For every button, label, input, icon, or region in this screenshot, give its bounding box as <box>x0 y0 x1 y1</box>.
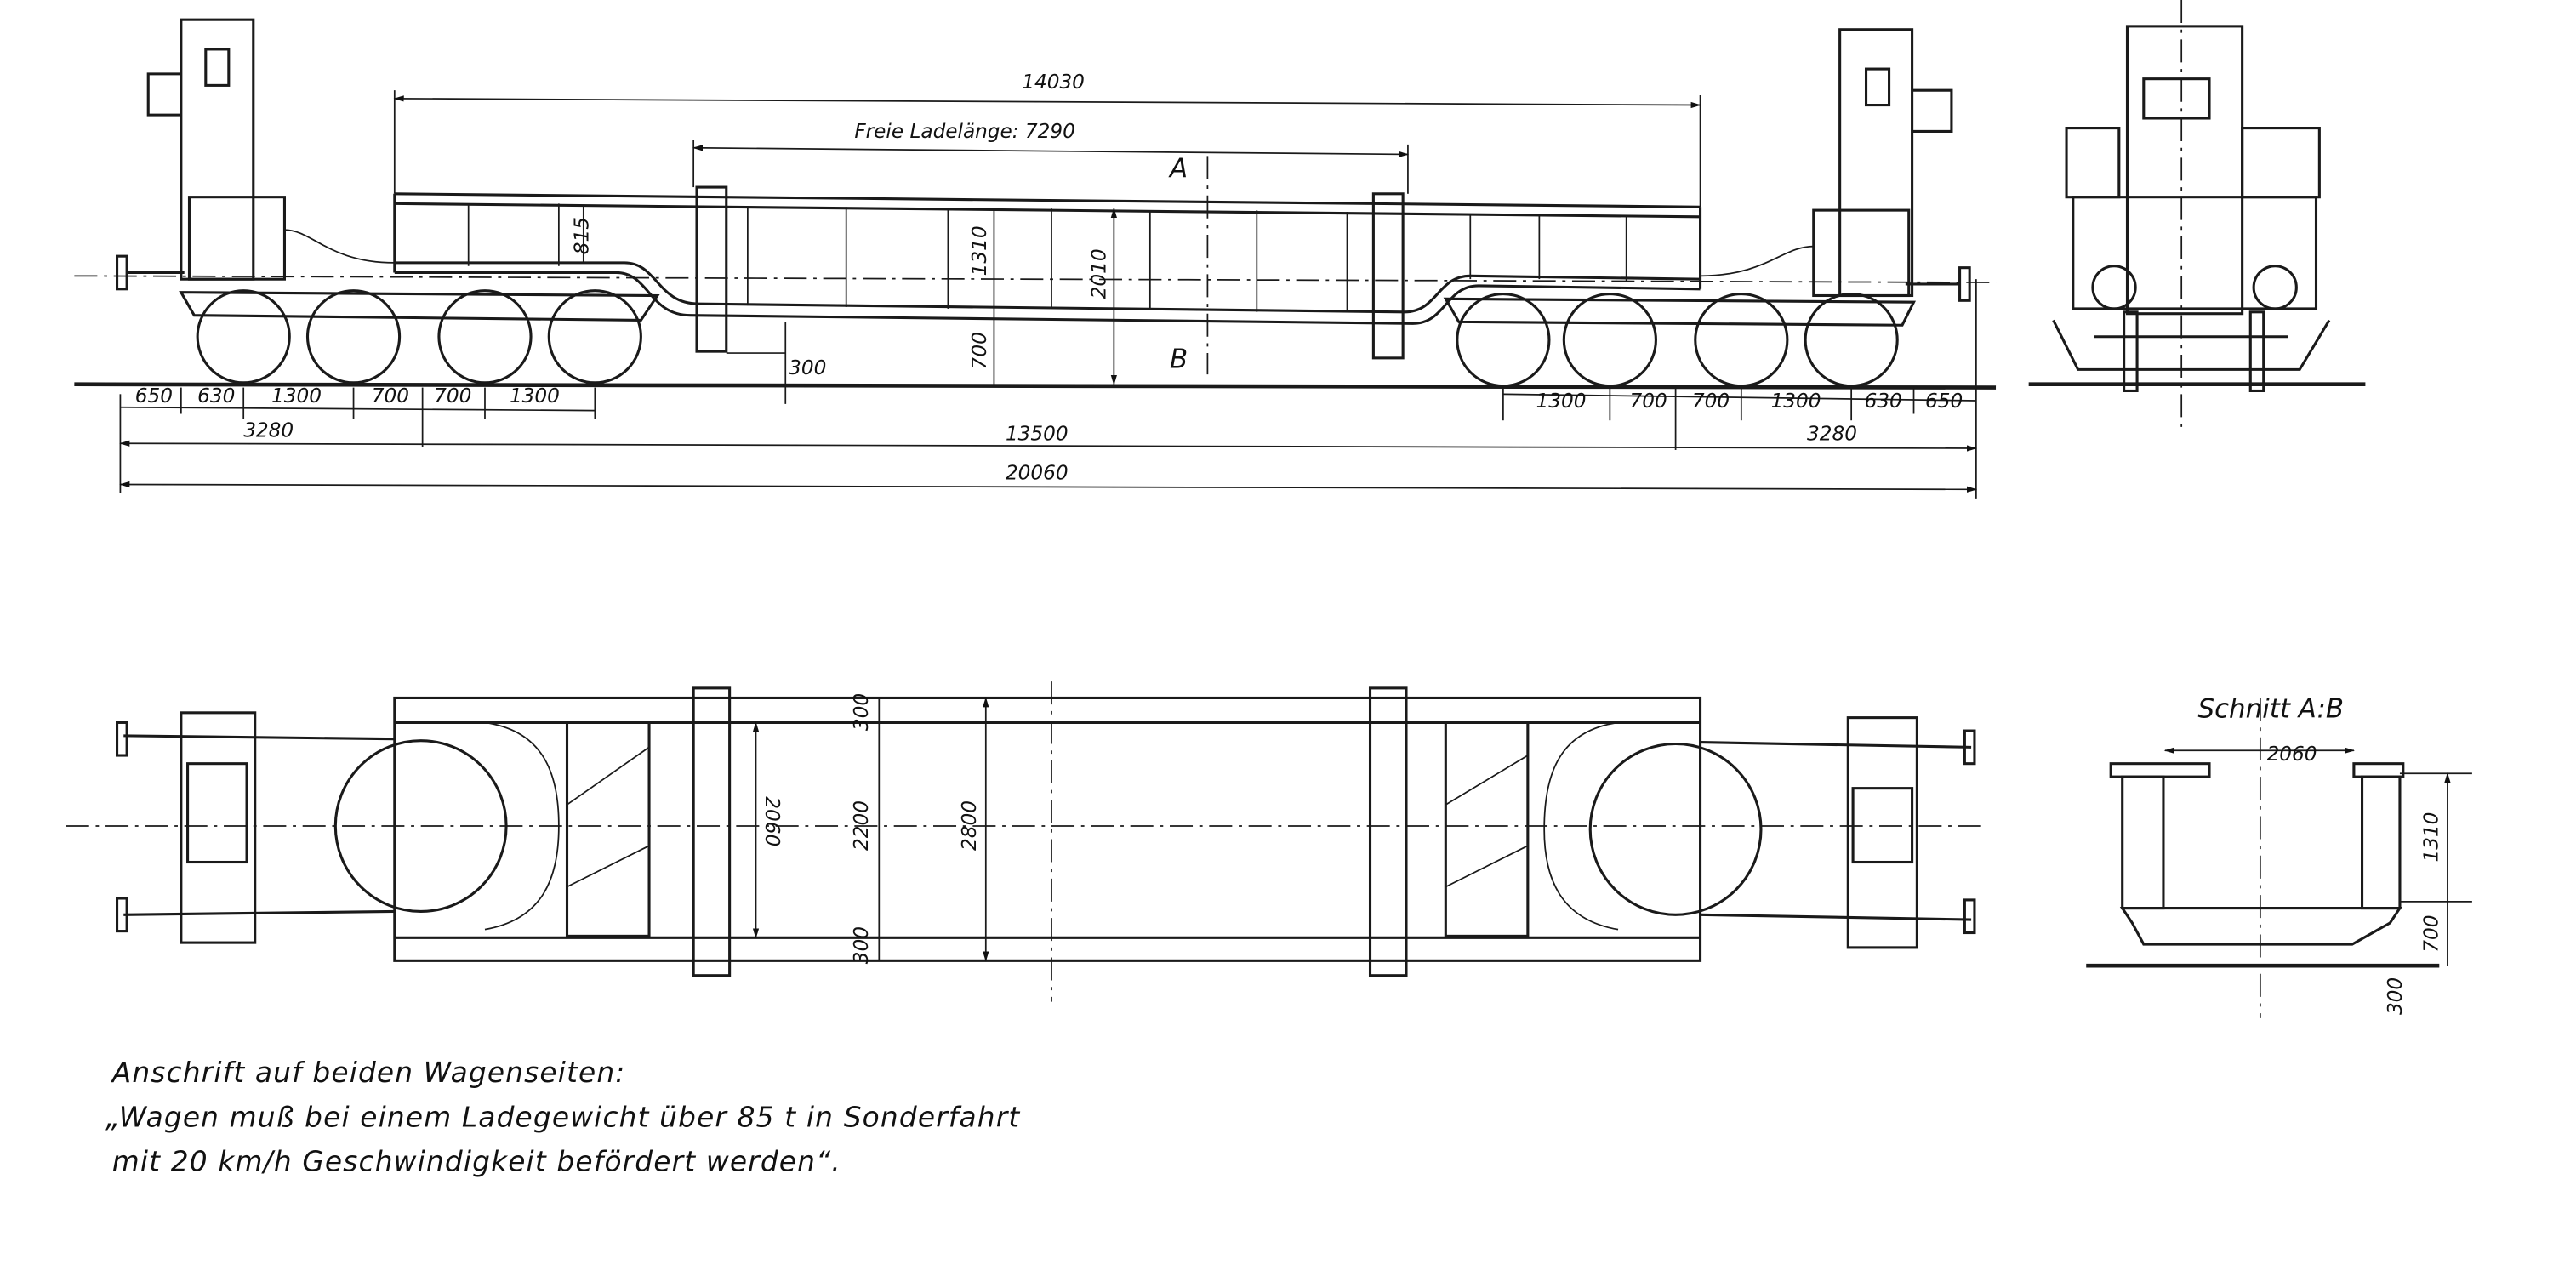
deck-girder <box>393 185 1702 360</box>
dim-14030: 14030 <box>1022 71 1085 94</box>
dim-3280-right: 3280 <box>1807 423 1857 445</box>
dim-chain-left: 650 630 1300 700 700 1300 <box>119 385 596 493</box>
dimension-label: 700 <box>1692 390 1730 413</box>
dim-section-2060: 2060 <box>2267 743 2317 766</box>
right-buffer <box>1905 266 1971 302</box>
dim-plan-300-bottom: 300 <box>851 926 873 964</box>
note-line-2: „Wagen muß bei einem Ladegewicht über 85… <box>105 1101 1020 1133</box>
dimension-label: 630 <box>1865 390 1902 413</box>
dim-3280-left: 3280 <box>243 420 294 442</box>
right-bogie <box>1443 293 1917 388</box>
dimension-label: 700 <box>1630 390 1667 413</box>
section-mark-a: A <box>1168 153 1188 184</box>
left-brake-hut <box>146 18 395 281</box>
dim-815: 815 <box>572 217 594 254</box>
left-bogie <box>179 289 660 385</box>
dim-plan-2060: 2060 <box>761 796 783 846</box>
dim-700: 700 <box>969 332 991 369</box>
dim-plan-2200: 2200 <box>851 800 873 851</box>
right-plan-end <box>1444 716 1976 949</box>
dimension-label: 650 <box>1925 390 1963 413</box>
dim-plan-2800: 2800 <box>959 800 981 851</box>
dim-section-1310: 1310 <box>2420 812 2442 863</box>
plan-view: 2060 300 2200 300 2800 <box>66 681 1988 1002</box>
right-brake-hut <box>1700 28 1953 298</box>
inscription-note: Anschrift auf beiden Wagenseiten: „Wagen… <box>105 1057 1020 1177</box>
section-mark-b: B <box>1170 344 1188 374</box>
dimension-label: 1300 <box>1771 390 1821 413</box>
left-buffer <box>116 254 185 291</box>
dim-20060: 20060 <box>1006 463 1069 485</box>
left-plan-end <box>116 711 651 944</box>
dimension-label: 700 <box>372 385 409 407</box>
dimension-label: 630 <box>197 385 235 407</box>
dim-2010: 2010 <box>1089 248 1111 299</box>
dim-chain-right: 1300 700 700 1300 630 650 <box>1502 279 1977 499</box>
dimension-label: 1300 <box>1536 390 1587 413</box>
dim-free-loading-length: Freie Ladelänge: 7290 <box>854 121 1075 143</box>
section-a-b: Schnitt A:B 2060 1310 700 300 <box>2086 694 2472 1018</box>
dimension-label: 1300 <box>271 385 322 407</box>
note-line-1: Anschrift auf beiden Wagenseiten: <box>111 1057 626 1089</box>
dim-300: 300 <box>789 357 826 379</box>
end-view <box>2028 0 2366 427</box>
dim-section-300: 300 <box>2385 977 2407 1015</box>
dim-13500: 13500 <box>1006 423 1069 445</box>
dimension-label: 650 <box>135 385 173 407</box>
side-view: A B 14030 Freie Ladelänge: 7290 815 1310… <box>74 18 1997 499</box>
rail-line <box>74 382 1997 390</box>
dimension-label: 700 <box>434 385 471 407</box>
dimension-label: 1300 <box>510 385 560 407</box>
dim-1310: 1310 <box>969 225 991 276</box>
note-line-3: mit 20 km/h Geschwindigkeit befördert we… <box>112 1145 841 1177</box>
dim-plan-300-top: 300 <box>851 693 873 731</box>
dim-section-700: 700 <box>2420 914 2442 952</box>
section-title: Schnitt A:B <box>2197 694 2344 725</box>
